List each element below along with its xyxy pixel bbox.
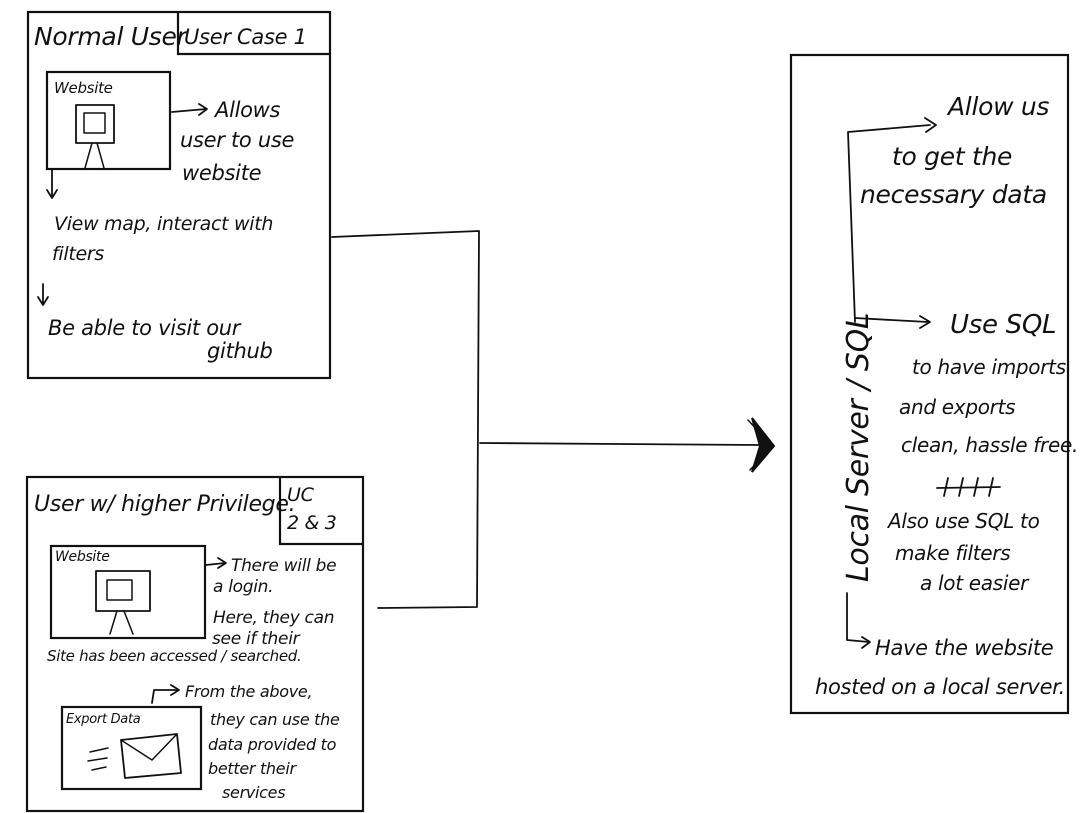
panel-privileged-title: User w/ higher Privilege.	[34, 492, 295, 517]
arrow-hosted	[846, 592, 870, 643]
get-data-text: Allow us to get the necessary data	[860, 92, 1057, 209]
website-label-2: Website	[55, 549, 110, 565]
divider-mark	[936, 477, 1001, 497]
hosted-text: Have the website hosted on a local serve…	[815, 636, 1065, 699]
arrow-head-icon	[747, 417, 776, 473]
export-data-label: Export Data	[66, 712, 141, 727]
arrow-use-sql	[854, 317, 929, 323]
panel-privileged-border	[25, 475, 365, 813]
use-sql-text: Use SQL	[950, 310, 1056, 340]
website-monitor-icon-2	[95, 570, 151, 635]
website-frame	[45, 70, 172, 171]
export-data-frame	[60, 705, 203, 791]
website-label: Website	[54, 79, 113, 97]
panel-local-server-border	[789, 53, 1070, 715]
panel-local-server: Local Server / SQL Allow us to get the n…	[789, 53, 1078, 715]
arrow-get-data	[847, 124, 931, 323]
allows-text: Allows user to use website	[180, 98, 301, 185]
local-server-title: Local Server / SQL	[841, 313, 876, 582]
from-above-text: From the above, they can use the data pr…	[185, 682, 344, 802]
user-case-tag-border	[176, 12, 330, 56]
panel-normal-user: Normal User User Case 1 Website Allows u…	[26, 10, 332, 380]
arrow-login	[205, 562, 226, 566]
view-map-text: View map, interact with filters	[52, 213, 279, 265]
panel-normal-user-title: Normal User	[34, 22, 189, 51]
login-text: There will be a login.	[213, 556, 341, 597]
connector	[331, 230, 776, 609]
filters-text: Also use SQL to make filters a lot easie…	[886, 509, 1046, 595]
website-monitor-icon	[75, 104, 115, 169]
site-accessed-text: Site has been accessed / searched.	[47, 647, 301, 665]
website-frame-2	[49, 544, 207, 640]
see-if-text: Here, they can see if their	[212, 608, 339, 649]
uc-tag-border	[278, 477, 363, 546]
uc-tag: UC 2 & 3	[287, 484, 337, 534]
envelope-icon	[87, 733, 182, 779]
imports-text: to have imports and exports clean, hassl…	[899, 355, 1078, 457]
arrow-from-above	[151, 689, 179, 704]
github-text: Be able to visit our github	[48, 316, 273, 363]
arrow-allows	[171, 108, 207, 113]
panel-privileged-user: User w/ higher Privilege. UC 2 & 3 Websi…	[25, 475, 365, 813]
user-case-tag: User Case 1	[184, 25, 307, 49]
arrow-allows-head	[198, 103, 208, 116]
connector-bracket	[331, 230, 480, 609]
connector-arrow-shaft	[479, 442, 761, 446]
